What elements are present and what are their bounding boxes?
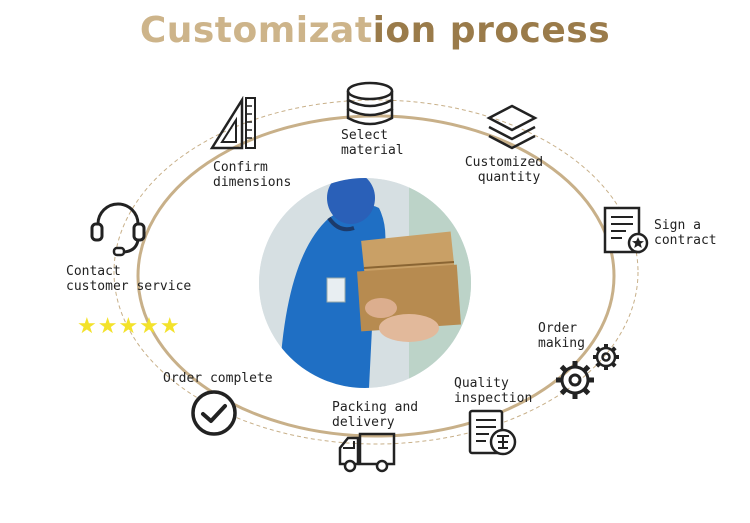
headset-icon bbox=[90, 202, 146, 257]
inspection-document-icon bbox=[468, 409, 517, 456]
gears-icon bbox=[556, 344, 619, 399]
rating-stars: ★★★★★ bbox=[77, 314, 181, 339]
title-part-dark: ion process bbox=[372, 10, 611, 51]
stack-icon bbox=[486, 104, 538, 150]
page-title: Customization process bbox=[0, 10, 750, 51]
check-circle-icon bbox=[191, 390, 237, 436]
layers-icon bbox=[346, 81, 394, 126]
contract-icon bbox=[603, 206, 649, 254]
title-part-light: Customizat bbox=[139, 10, 373, 51]
step-order-complete: Order complete bbox=[163, 371, 273, 386]
truck-icon bbox=[338, 432, 396, 473]
ruler-triangle-icon bbox=[209, 96, 256, 150]
delivery-photo bbox=[259, 178, 471, 388]
